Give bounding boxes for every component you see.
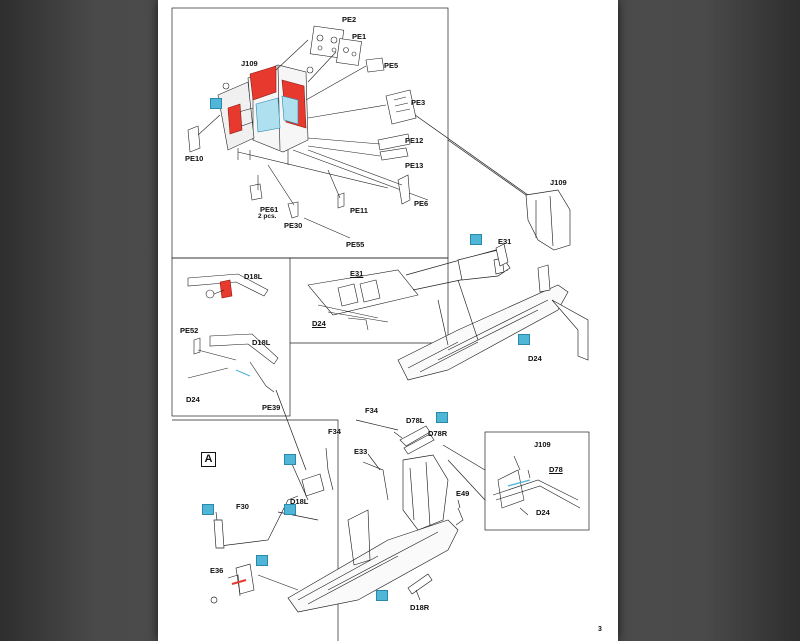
part-label-f30: F30: [236, 502, 249, 511]
part-label-d18r: D18R: [410, 603, 430, 612]
d18l-detail-frame: [171, 257, 291, 417]
step-a-frame: [172, 419, 339, 641]
part-label-j109-inset: J109: [534, 440, 551, 449]
part-label-j109-right: J109: [550, 178, 567, 187]
instruction-page: PE2 PE1 J109 PE5 PE3 PE12 PE10 PE13 PE6 …: [158, 0, 618, 641]
part-label-pe3: PE3: [411, 98, 426, 107]
assembly-drawing: [171, 7, 590, 641]
paint-swatch: [436, 412, 448, 423]
part-label-pe5: PE5: [384, 61, 399, 70]
part-label-pe55: PE55: [346, 240, 365, 249]
part-label-e49: E49: [456, 489, 470, 498]
part-label-pe13: PE13: [405, 161, 424, 170]
part-label-pe12: PE12: [405, 136, 424, 145]
part-label-pe6: PE6: [414, 199, 429, 208]
part-label-pe2: PE2: [342, 15, 357, 24]
part-label-d18l-a: D18L: [244, 272, 263, 281]
part-label-e31-inset: E31: [350, 269, 364, 278]
part-label-j109: J109: [241, 59, 258, 68]
part-label-d78l: D78L: [406, 416, 425, 425]
part-label-pe10: PE10: [185, 154, 204, 163]
part-label-pe39: PE39: [262, 403, 281, 412]
paint-swatch: [376, 590, 388, 601]
part-label-e36: E36: [210, 566, 224, 575]
part-label-d24-main: D24: [528, 354, 542, 363]
part-label-d24-left: D24: [186, 395, 200, 404]
part-label-d78r: D78R: [428, 429, 448, 438]
paint-swatch: [210, 98, 222, 109]
step-marker: A: [201, 452, 216, 467]
j109-detail-frame: [484, 431, 590, 531]
page-number: 3: [598, 626, 602, 633]
part-label-pe30: PE30: [284, 221, 303, 230]
part-label-d24-inset: D24: [312, 319, 326, 328]
e31-detail-frame: [290, 257, 449, 344]
paint-swatch: [284, 454, 296, 465]
paint-swatch: [202, 504, 214, 515]
part-label-d78-inset: D78: [549, 465, 563, 474]
part-label-d18l-b: D18L: [252, 338, 271, 347]
part-label-pe52: PE52: [180, 326, 199, 335]
part-label-pe11: PE11: [350, 206, 368, 215]
part-label-e31: E31: [498, 237, 512, 246]
part-label-f34-a: F34: [365, 406, 378, 415]
paint-swatch: [284, 504, 296, 515]
part-label-d18l-c: D18L: [290, 497, 309, 506]
part-label-pe61: PE61: [260, 205, 279, 214]
quantity-note: 2 pcs.: [258, 213, 277, 220]
paint-swatch: [256, 555, 268, 566]
paint-swatch: [518, 334, 530, 345]
part-label-d24-inset2: D24: [536, 508, 550, 517]
part-label-pe1: PE1: [352, 32, 367, 41]
part-label-e33: E33: [354, 447, 368, 456]
part-label-f34-b: F34: [328, 427, 341, 436]
paint-swatch: [470, 234, 482, 245]
